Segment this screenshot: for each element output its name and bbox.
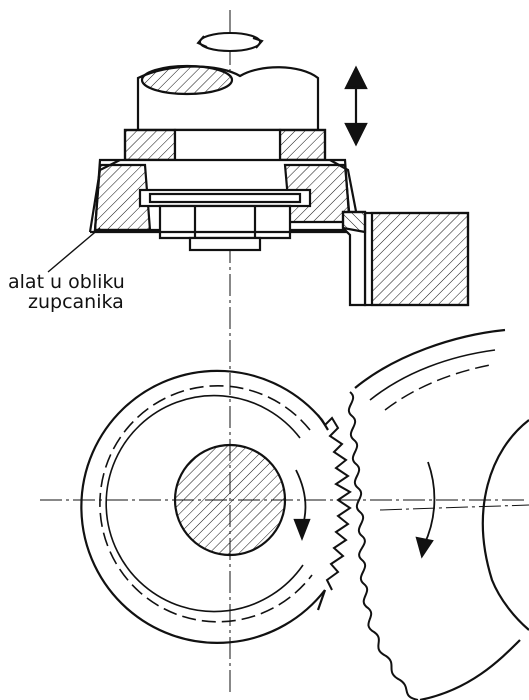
tool-body-left-hatch [93,163,152,232]
gear-teeth [317,414,352,591]
gear-hub-hatched [173,443,287,557]
rotation-direction-arrow-icon [423,461,436,546]
tool-holder [88,128,362,252]
tool-label-line2: zupcanika [28,291,124,313]
workpiece-bar [341,210,470,307]
large-gear-cutter [347,328,529,700]
horizontal-axis-right [379,504,529,511]
small-gear [80,369,352,644]
tool-label-line1: alat u obliku [8,271,125,293]
cutter-teeth [347,391,419,700]
shaft-section-hatched [140,64,234,96]
workpiece-section-hatched [370,211,470,307]
vertical-double-arrow-icon [344,65,368,147]
rotation-arrow-icon [196,32,264,52]
spindle-shaft [136,64,320,132]
label-leader [47,227,101,273]
